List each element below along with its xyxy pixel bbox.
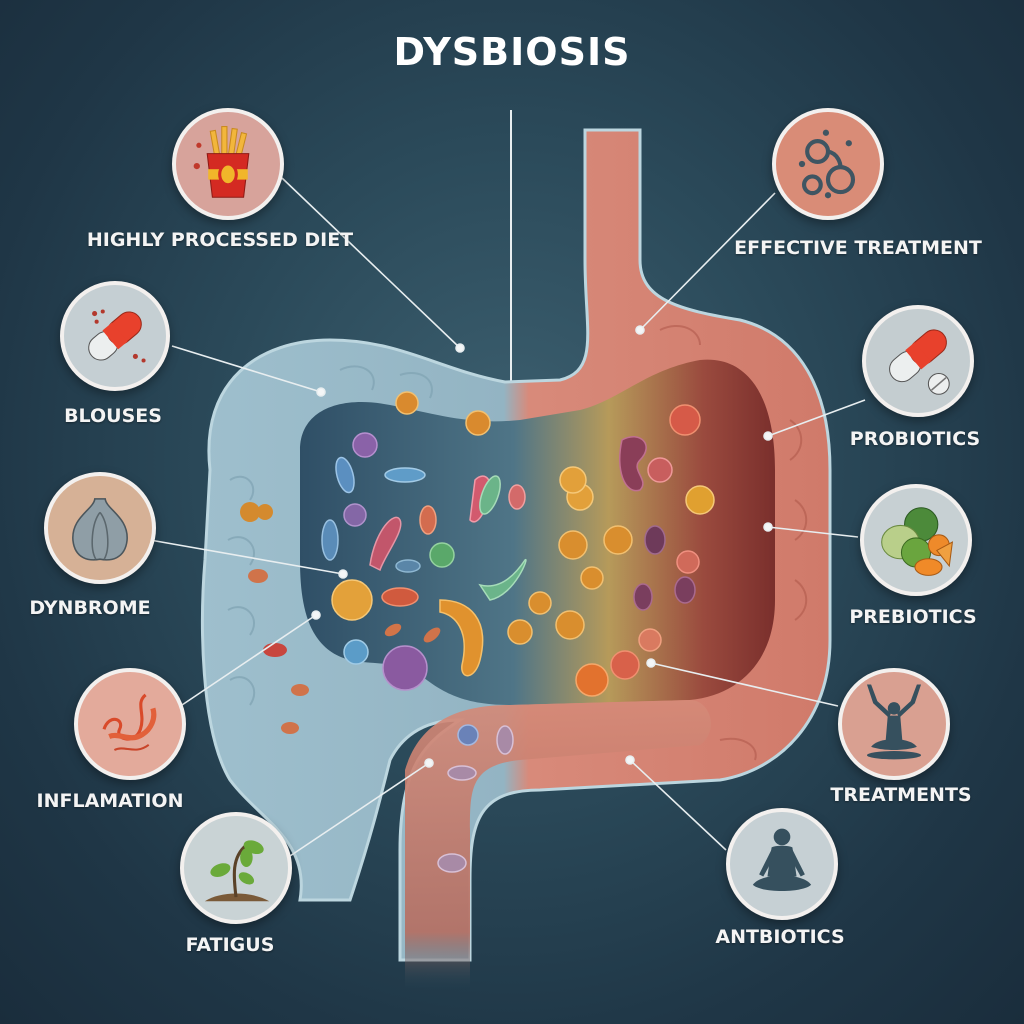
callout-antbiotics [726,808,838,920]
callout-inflamation [74,668,186,780]
connector-lines [149,177,866,859]
label-antbiotics: ANTBIOTICS [715,926,845,948]
label-blouses: BLOUSES [64,405,162,427]
label-fatigus: FATIGUS [185,934,275,956]
label-prebiotics: PREBIOTICS [849,606,977,628]
capsule-pill-icon [88,309,146,363]
callout-effective-treatment [772,108,884,220]
callout-highly-processed-diet [172,108,284,220]
callout-prebiotics [860,484,972,596]
meditation-lotus-icon [752,828,812,892]
inflammation-squiggle-icon [102,693,157,751]
microbes [240,391,715,873]
microbe-cells-icon [798,129,856,199]
meditation-arms-raised-icon [866,684,922,760]
garlic-bulb-icon [72,498,128,561]
callout-treatments [838,668,950,780]
label-treatments: TREATMENTS [830,784,972,806]
label-inflamation: INFLAMATION [36,790,184,812]
label-probiotics: PROBIOTICS [849,428,981,450]
vegetables-fruit-icon [881,507,954,576]
callout-probiotics [862,305,974,417]
label-dynbrome: DYNBROME [29,597,151,619]
fries-bucket-icon [193,126,250,198]
capsule-and-tablet-icon [889,329,950,395]
callout-blouses [60,281,170,391]
page-title: DYSBIOSIS [393,30,631,74]
sprout-plant-icon [204,840,270,902]
label-effective-treatment: EFFECTIVE TREATMENT [734,237,982,259]
label-highly-processed-diet: HIGHLY PROCESSED DIET [86,229,354,251]
callout-dynbrome [44,472,156,584]
callout-fatigus [180,812,292,924]
